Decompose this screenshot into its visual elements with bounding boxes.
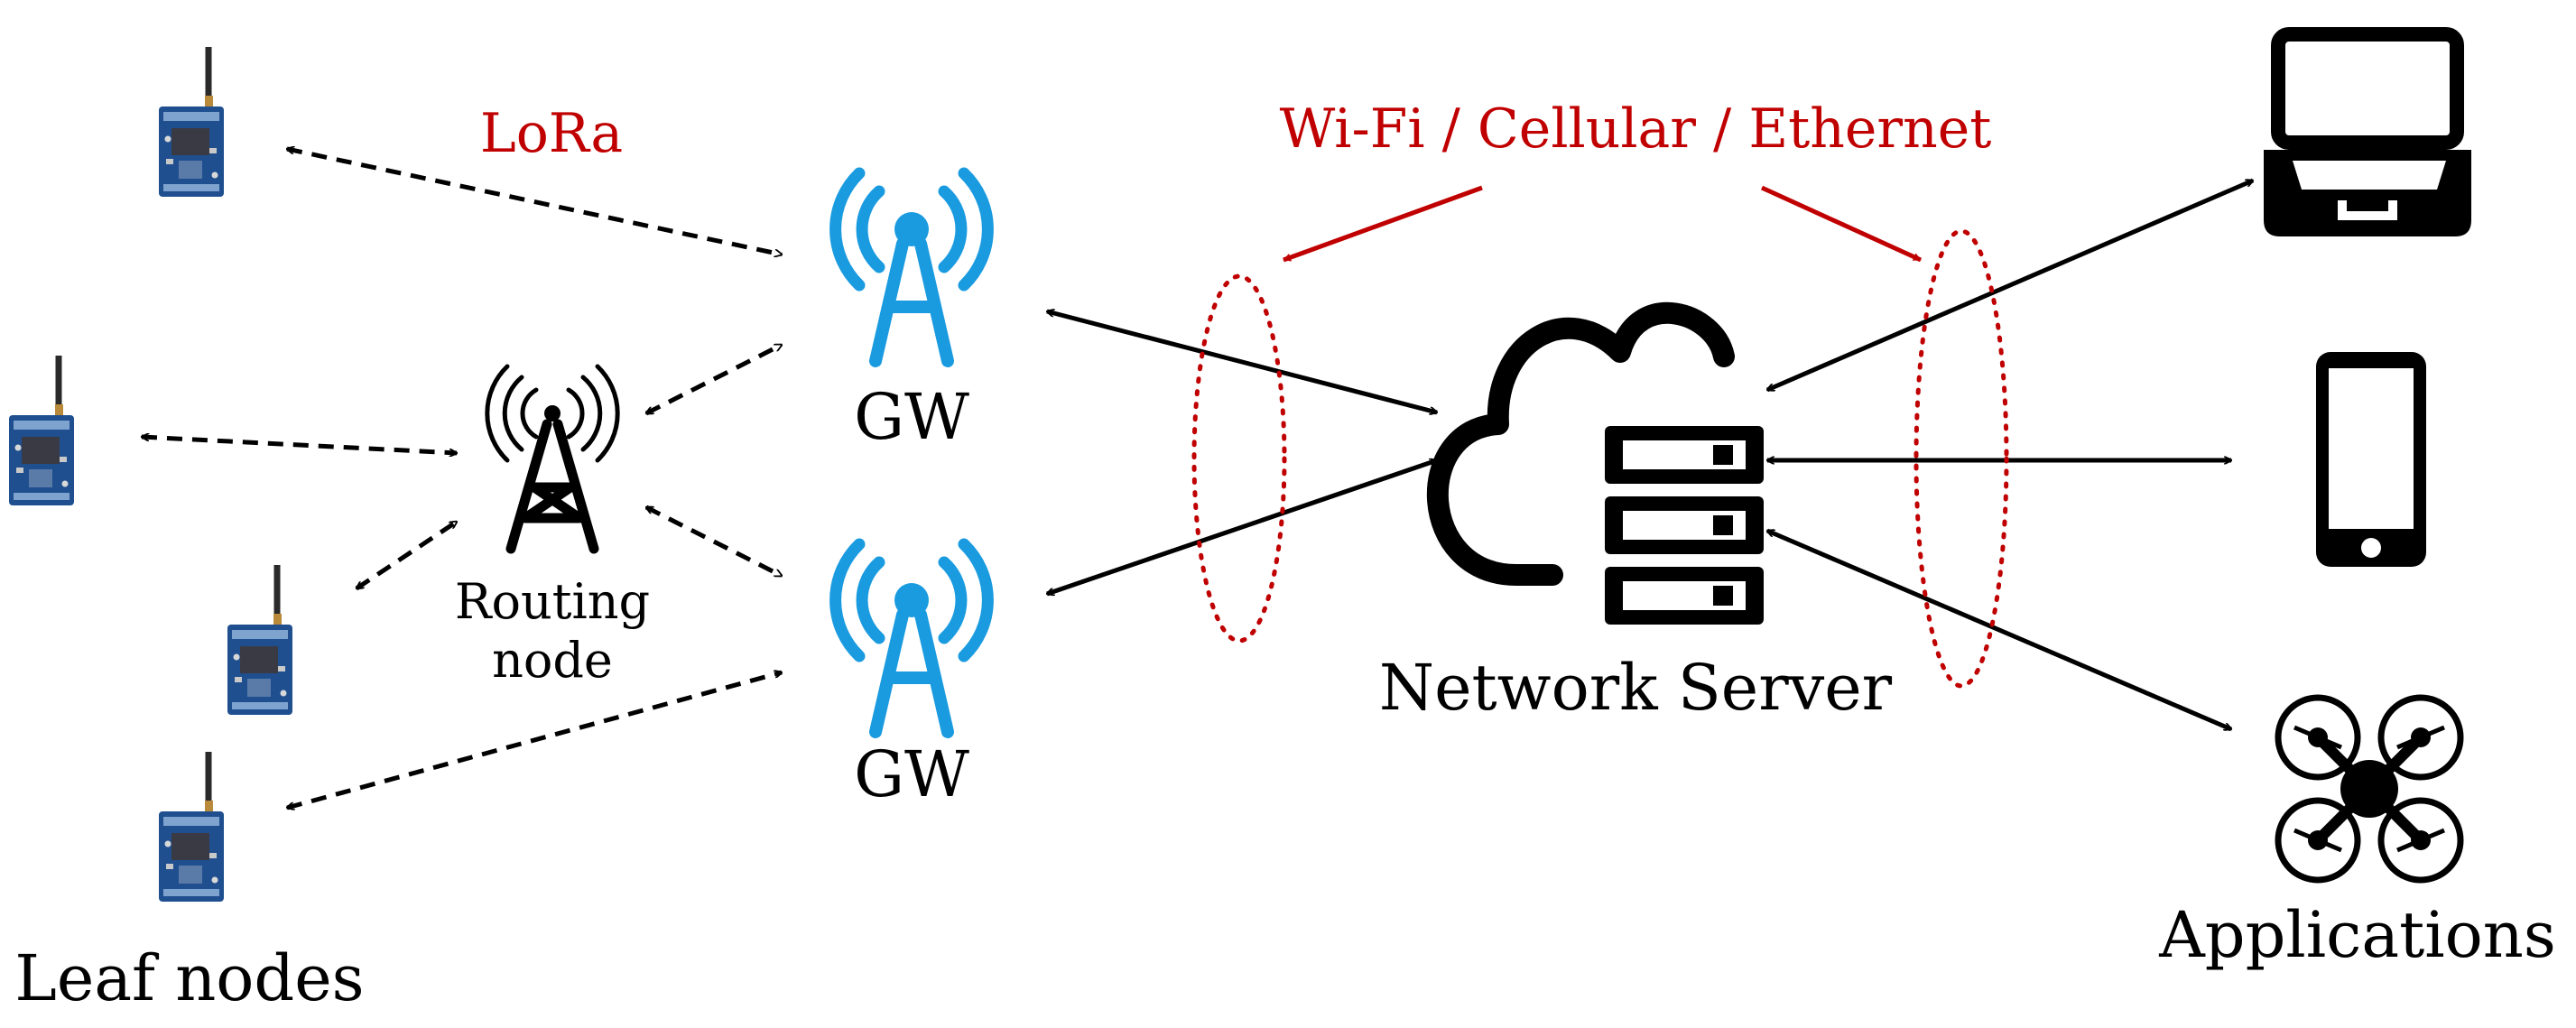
link-gw-bottom-server xyxy=(1047,460,1437,594)
routing-node-label-line1: Routing xyxy=(455,573,650,630)
lora-link-routing-gw-top xyxy=(646,342,782,416)
network-server xyxy=(1426,301,1764,625)
link-server-drone xyxy=(1767,528,2231,732)
drone xyxy=(2275,694,2464,884)
laptop-icon xyxy=(2264,27,2471,236)
gateway-top xyxy=(836,173,988,361)
backhaul-ellipse-right xyxy=(1913,228,2009,689)
gateway-bottom xyxy=(836,544,988,732)
lora-link-routing-gw-bottom xyxy=(646,505,782,579)
radio-tower-icon xyxy=(485,364,620,554)
gateway-top-label: GW xyxy=(854,380,969,454)
leaf-node-4 xyxy=(159,752,224,902)
drone-icon xyxy=(2275,694,2464,884)
leaf-nodes-label: Leaf nodes xyxy=(14,941,364,1015)
smartphone-icon xyxy=(2316,352,2426,567)
lora-label: LoRa xyxy=(480,102,623,165)
antenna-icon xyxy=(836,173,988,361)
backhaul-label: Wi-Fi / Cellular / Ethernet xyxy=(1280,97,1992,161)
routing-node xyxy=(485,364,620,554)
antenna-icon xyxy=(836,544,988,732)
link-server-laptop xyxy=(1767,178,2253,393)
network-server-label: Network Server xyxy=(1379,651,1893,725)
lora-links xyxy=(142,149,782,808)
leaf-node-3 xyxy=(227,565,292,715)
leaf-node-2 xyxy=(9,356,74,505)
lora-board-icon xyxy=(159,752,224,902)
routing-node-label-line2: node xyxy=(492,632,613,689)
laptop xyxy=(2264,27,2471,236)
ip-links xyxy=(1047,178,2253,732)
lora-link-leaf3-routing xyxy=(357,519,457,591)
link-gw-top-server xyxy=(1047,311,1437,412)
lora-board-icon xyxy=(227,565,292,715)
lora-board-icon xyxy=(9,356,74,505)
lora-board-icon xyxy=(159,47,224,197)
smartphone xyxy=(2316,352,2426,567)
lora-link-leaf1-gw xyxy=(287,149,782,255)
gateway-bottom-label: GW xyxy=(854,737,969,811)
applications-label: Applications xyxy=(2158,898,2556,972)
backhaul-ellipse-left xyxy=(1191,273,1287,644)
lora-link-leaf2-routing xyxy=(142,437,457,453)
leaf-node-1 xyxy=(159,47,224,197)
server-rack xyxy=(1605,426,1764,625)
cloud-server-icon xyxy=(1426,301,1764,625)
backhaul-pointer-left xyxy=(1283,185,1483,263)
backhaul-pointer-right xyxy=(1760,185,1923,263)
lora-link-leaf4-gw xyxy=(287,672,782,808)
